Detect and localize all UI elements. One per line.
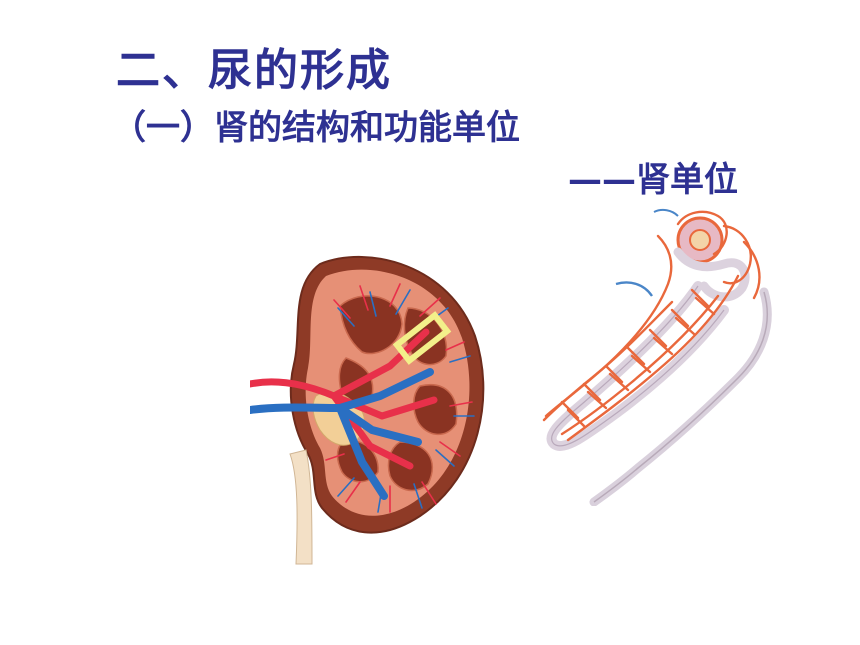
kidney-icon: [250, 256, 485, 565]
nephron-icon: [542, 208, 772, 506]
tag-dash: ——: [568, 160, 636, 200]
slide-subtitle: （一）肾的结构和功能单位: [112, 108, 520, 148]
slide-title: 二、尿的形成: [116, 45, 392, 96]
nephron-heading: ——肾单位: [568, 152, 738, 201]
tag-text: 肾单位: [636, 160, 738, 200]
